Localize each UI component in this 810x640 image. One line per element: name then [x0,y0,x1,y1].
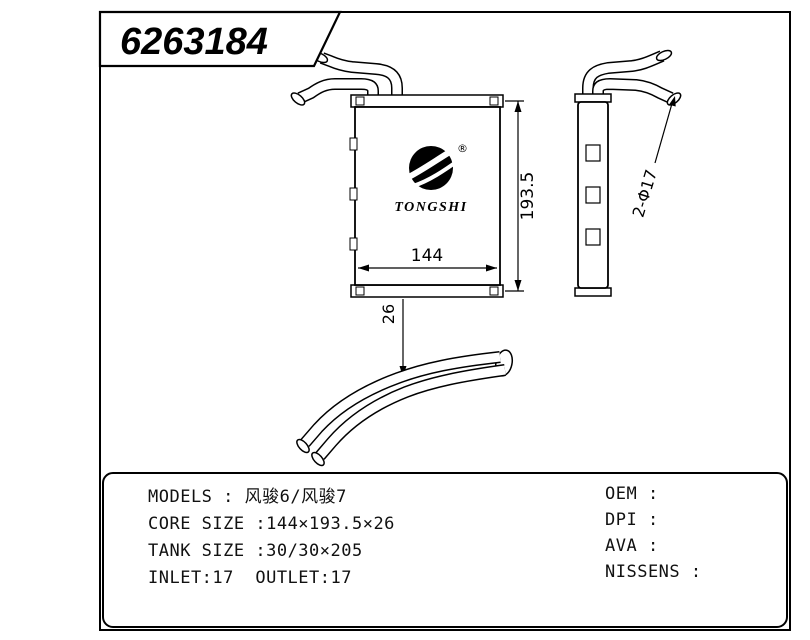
dim-core-width: 144 [358,246,497,272]
side-pipe-upper [582,50,665,100]
tank-slot [585,228,601,246]
spec-table-right: OEM : DPI : AVA : NISSENS : [605,484,712,583]
pipe-flare [311,451,325,467]
tank-cap-bottom [574,287,612,297]
pipe-flare [290,92,306,106]
spec-value: 风骏6/风骏7 [244,487,347,507]
spec-label: OEM : [605,484,670,504]
spec-label: NISSENS : [605,562,713,582]
spec-row-oem: OEM : [605,484,712,505]
side-clip [349,237,358,251]
tank-body [577,101,609,289]
spec-row-inlet-outlet: INLET:17 OUTLET:17 [148,568,395,589]
side-clip [349,187,358,201]
tank-cap-top [574,93,612,103]
spec-label: INLET:17 OUTLET:17 [148,568,352,588]
spec-row-models: MODELS : 风骏6/风骏7 [148,487,395,508]
dim-pipe-holes-label: 2-Φ17 [629,167,661,219]
tank-slot [585,144,601,162]
spec-label: CORE SIZE : [148,514,267,534]
spec-row-core-size: CORE SIZE :144×193.5×26 [148,514,395,535]
side-view [574,49,682,297]
dim-core-height-label: 193.5 [518,172,538,221]
clip [355,286,365,296]
spec-label: AVA : [605,536,670,556]
dim-pipe-holes: 2-Φ17 [629,96,676,220]
clip [489,96,499,106]
pipe-flare [296,438,310,454]
logo-swoosh-icon [403,144,461,190]
spec-value: 144×193.5×26 [266,514,395,534]
tank-slot [585,186,601,204]
bottom-view [296,349,514,467]
page-frame [99,11,791,631]
core-body [354,106,501,286]
clip [489,286,499,296]
registered-mark: ® [457,142,468,155]
spec-row-tank-size: TANK SIZE :30/30×205 [148,541,395,562]
front-view [290,51,504,298]
dim-core-depth: 26 [379,299,407,377]
inlet-pipe [319,52,403,100]
header-plate-bottom [350,284,504,298]
brand-text: TONGSHI [394,200,467,215]
bottom-pipe-upper [300,351,501,447]
dim-core-depth-label: 26 [379,304,398,324]
header-plate-top [350,94,504,108]
spec-label: DPI : [605,510,670,530]
part-number: 6263184 [120,21,268,63]
spec-row-ava: AVA : [605,536,712,557]
dim-core-width-label: 144 [411,246,443,266]
pipe-flare [655,49,673,62]
spec-row-nissens: NISSENS : [605,562,712,583]
spec-value: 30/30×205 [266,541,363,561]
spec-label: MODELS : [148,487,245,507]
outlet-pipe [297,78,379,104]
side-clip [349,137,358,151]
spec-table-border [102,472,788,628]
clip [355,96,365,106]
spec-row-dpi: DPI : [605,510,712,531]
bottom-pipe-lower [315,364,506,460]
spec-label: TANK SIZE : [148,541,267,561]
tongshi-logo: ® TONGSHI [394,142,468,215]
spec-table-left: MODELS : 风骏6/风骏7 CORE SIZE :144×193.5×26… [148,487,395,589]
dim-core-height: 193.5 [505,100,538,292]
part-number-banner: 6263184 [98,10,342,68]
side-pipe-lower [592,78,674,104]
